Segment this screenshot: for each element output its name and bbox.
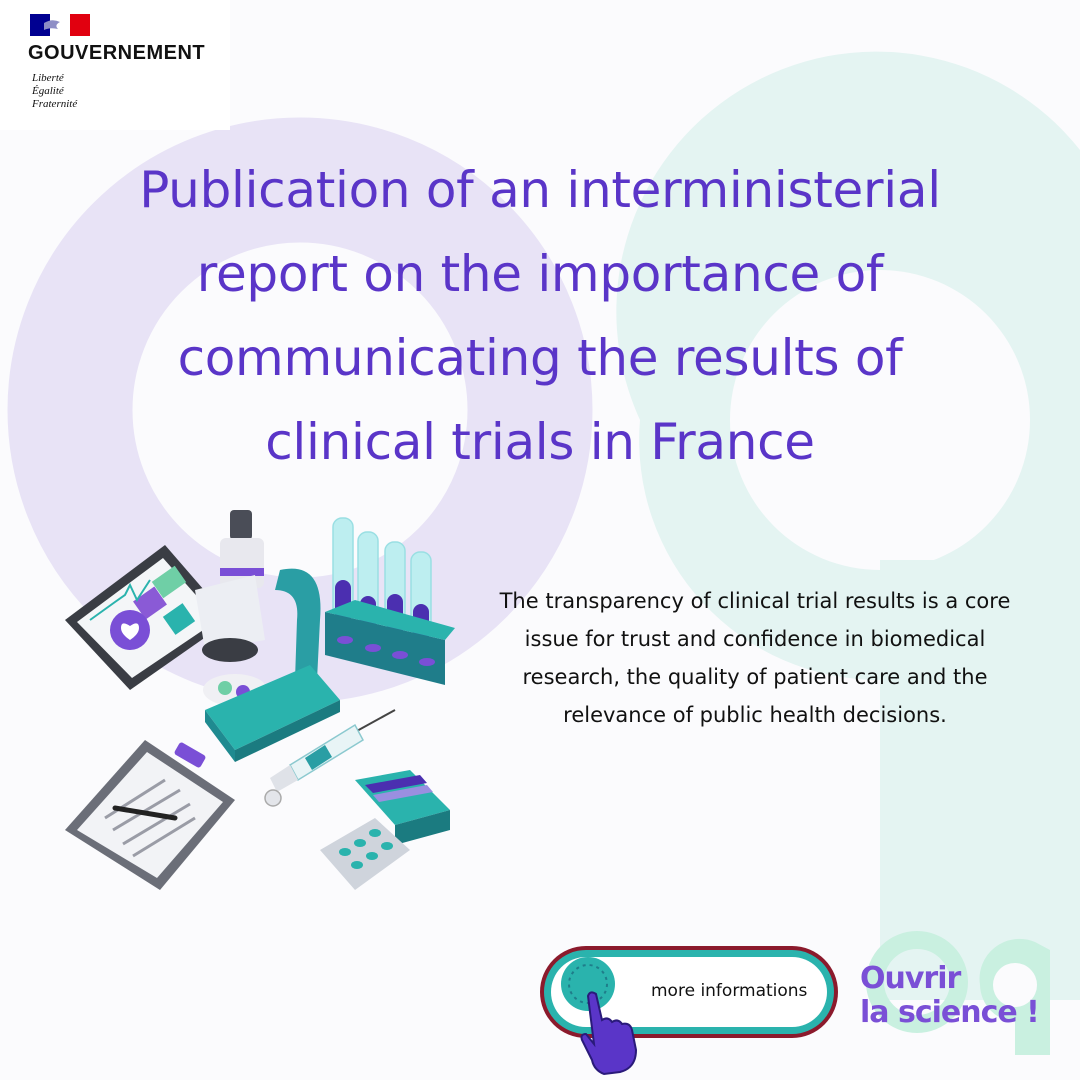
- pill-pack-icon: [320, 770, 450, 890]
- motto: Liberté Égalité Fraternité: [32, 72, 77, 111]
- government-wordmark: GOUVERNEMENT: [28, 42, 206, 64]
- motto-egalite: Égalité: [32, 85, 64, 97]
- ouvrir-la-science-logo: Ouvrir la science !: [860, 961, 1040, 1030]
- description-text: The transparency of clinical trial resul…: [499, 589, 1011, 727]
- os-line-2: la science !: [860, 995, 1040, 1030]
- pointer-hand-icon: [561, 957, 638, 1076]
- title-line-2: report on the importance of: [196, 245, 884, 303]
- title-line-1: Publication of an interministerial: [139, 161, 941, 219]
- clipboard-icon: [65, 740, 235, 890]
- title-line-4: clinical trials in France: [265, 413, 815, 471]
- tablet-icon: [65, 545, 230, 690]
- microscope-icon: [195, 510, 340, 762]
- page-title: Publication of an interministerial repor…: [40, 148, 1040, 484]
- test-tubes-icon: [325, 517, 455, 685]
- os-line-1: Ouvrir: [860, 961, 961, 996]
- marianne-flag-icon: [30, 14, 90, 36]
- lab-illustration: [65, 510, 455, 890]
- government-logo: GOUVERNEMENT Liberté Égalité Fraternité: [0, 0, 230, 130]
- title-line-3: communicating the results of: [177, 329, 903, 387]
- motto-liberte: Liberté: [32, 72, 64, 84]
- ouvrir-la-science-mark: [866, 931, 1050, 1055]
- syringe-icon: [264, 709, 396, 807]
- motto-fraternite: Fraternité: [32, 98, 78, 110]
- button-label: more informations: [651, 981, 808, 1001]
